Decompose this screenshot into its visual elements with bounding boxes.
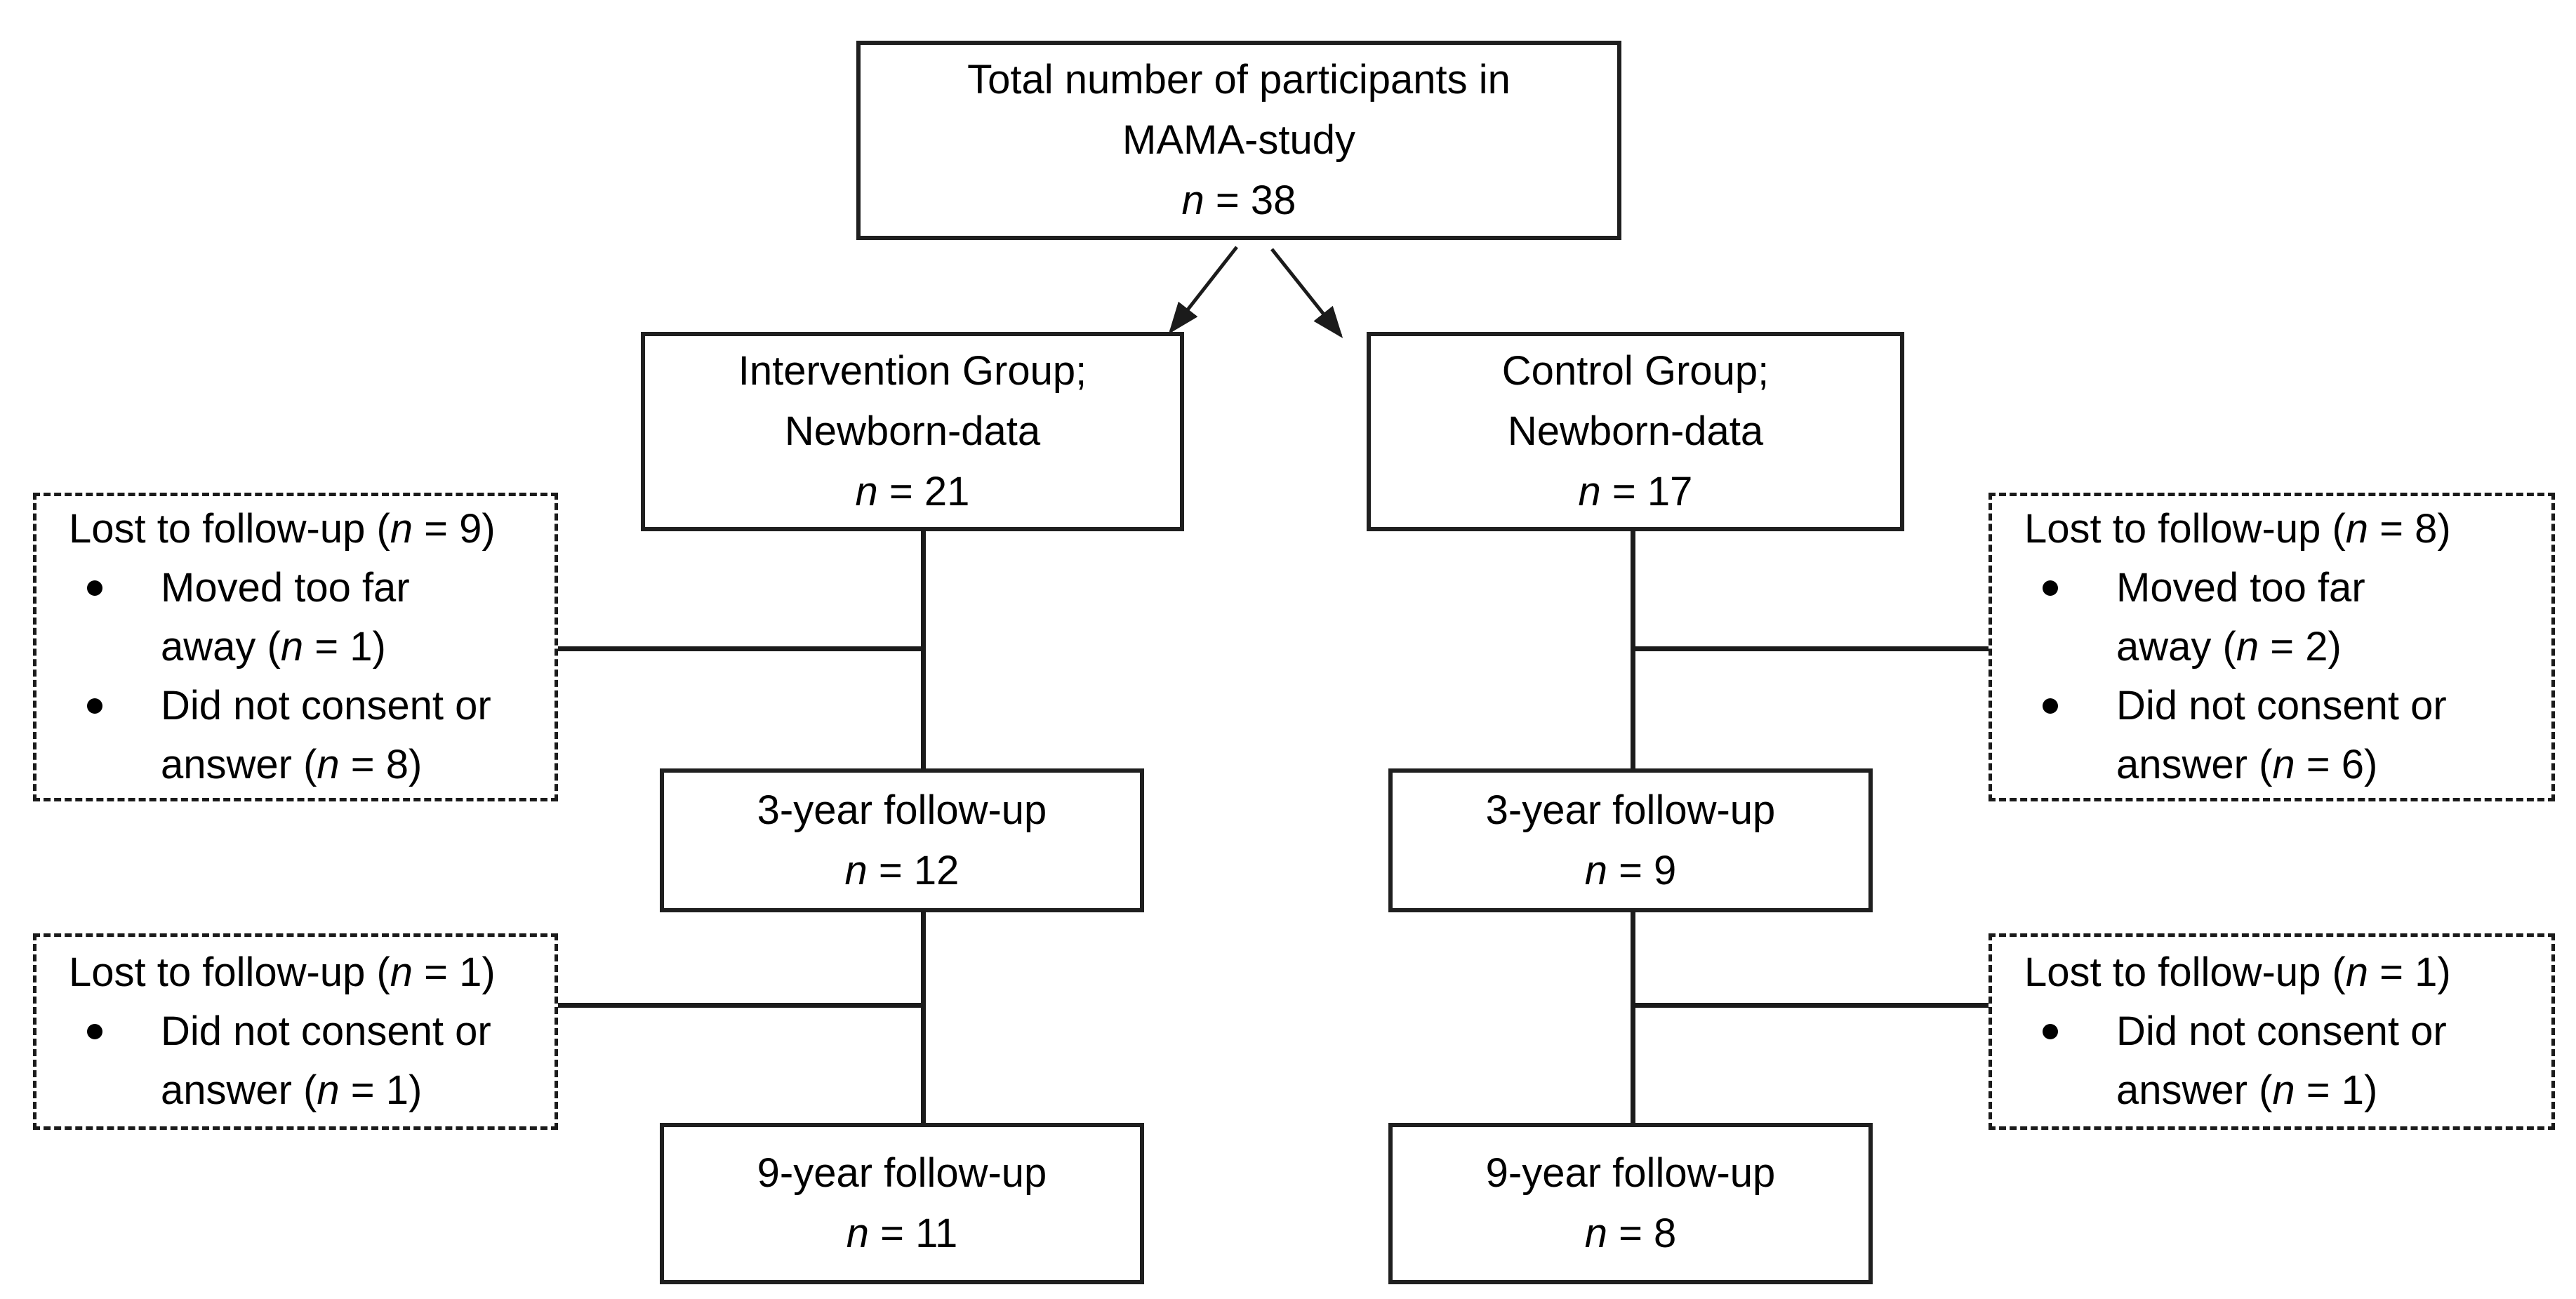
control-group-line2: Newborn-data <box>1507 408 1764 454</box>
intervention-9yr-box: 9-year follow-up n = 11 <box>660 1123 1144 1284</box>
control-9yr-count: n = 8 <box>1584 1211 1677 1256</box>
lost-followup-intervention-2-box: Lost to follow-up (n = 1) Did not consen… <box>33 933 558 1130</box>
intervention-group-line2: Newborn-data <box>784 408 1041 454</box>
list-item: Did not consent or answer (n = 8) <box>87 677 543 794</box>
connector-lost-intervention-1 <box>558 646 923 651</box>
list-item: Moved too far away (n = 2) <box>2043 559 2540 677</box>
intervention-3yr-box: 3-year follow-up n = 12 <box>660 768 1144 912</box>
connector-lost-intervention-2 <box>558 1003 923 1008</box>
bullet-icon <box>2043 698 2058 714</box>
list-item: Moved too far away (n = 1) <box>87 559 543 677</box>
control-3yr-box: 3-year follow-up n = 9 <box>1388 768 1873 912</box>
control-group-box: Control Group; Newborn-data n = 17 <box>1367 332 1904 531</box>
branch-arrows <box>1168 246 1343 338</box>
list-item: Did not consent or answer (n = 1) <box>87 1002 543 1120</box>
connector-lost-control-2 <box>1633 1003 1989 1008</box>
arrow-to-intervention-icon <box>1168 246 1238 334</box>
lost-followup-header: Lost to follow-up (n = 1) <box>69 950 496 995</box>
bullet-icon <box>2043 580 2058 596</box>
lost-followup-header: Lost to follow-up (n = 1) <box>2024 950 2451 995</box>
control-9yr-title: 9-year follow-up <box>1485 1150 1776 1196</box>
control-group-line1: Control Group; <box>1501 348 1770 394</box>
total-participants-line1: Total number of participants in <box>967 57 1511 102</box>
control-group-count: n = 17 <box>1578 469 1693 514</box>
connector-lost-control-1 <box>1633 646 1989 651</box>
bullet-icon <box>87 1024 102 1039</box>
lost-followup-header: Lost to follow-up (n = 8) <box>2024 506 2451 552</box>
intervention-group-box: Intervention Group; Newborn-data n = 21 <box>641 332 1184 531</box>
lost-followup-control-2-box: Lost to follow-up (n = 1) Did not consen… <box>1989 933 2555 1130</box>
connector-intervention-to-9yr <box>921 911 926 1124</box>
intervention-9yr-count: n = 11 <box>846 1211 958 1256</box>
total-participants-box: Total number of participants in MAMA-stu… <box>856 41 1621 240</box>
lost-followup-intervention-1-box: Lost to follow-up (n = 9) Moved too far … <box>33 493 558 801</box>
control-3yr-title: 3-year follow-up <box>1485 787 1776 833</box>
intervention-3yr-count: n = 12 <box>844 847 960 893</box>
total-participants-line2: MAMA-study <box>1122 117 1355 163</box>
intervention-3yr-title: 3-year follow-up <box>757 787 1047 833</box>
control-9yr-box: 9-year follow-up n = 8 <box>1388 1123 1873 1284</box>
bullet-icon <box>2043 1024 2058 1039</box>
intervention-group-count: n = 21 <box>855 469 970 514</box>
intervention-group-line1: Intervention Group; <box>738 348 1087 394</box>
intervention-9yr-title: 9-year follow-up <box>757 1150 1047 1196</box>
lost-followup-control-1-box: Lost to follow-up (n = 8) Moved too far … <box>1989 493 2555 801</box>
list-item: Did not consent or answer (n = 6) <box>2043 677 2540 794</box>
connector-control-to-3yr <box>1631 530 1635 770</box>
bullet-icon <box>87 698 102 714</box>
arrow-to-control-icon <box>1270 248 1343 338</box>
bullet-icon <box>87 580 102 596</box>
list-item: Did not consent or answer (n = 1) <box>2043 1002 2540 1120</box>
total-participants-count: n = 38 <box>1181 178 1296 223</box>
connector-intervention-to-3yr <box>921 530 926 770</box>
lost-followup-header: Lost to follow-up (n = 9) <box>69 506 496 552</box>
connector-control-to-9yr <box>1631 911 1635 1124</box>
control-3yr-count: n = 9 <box>1584 847 1677 893</box>
